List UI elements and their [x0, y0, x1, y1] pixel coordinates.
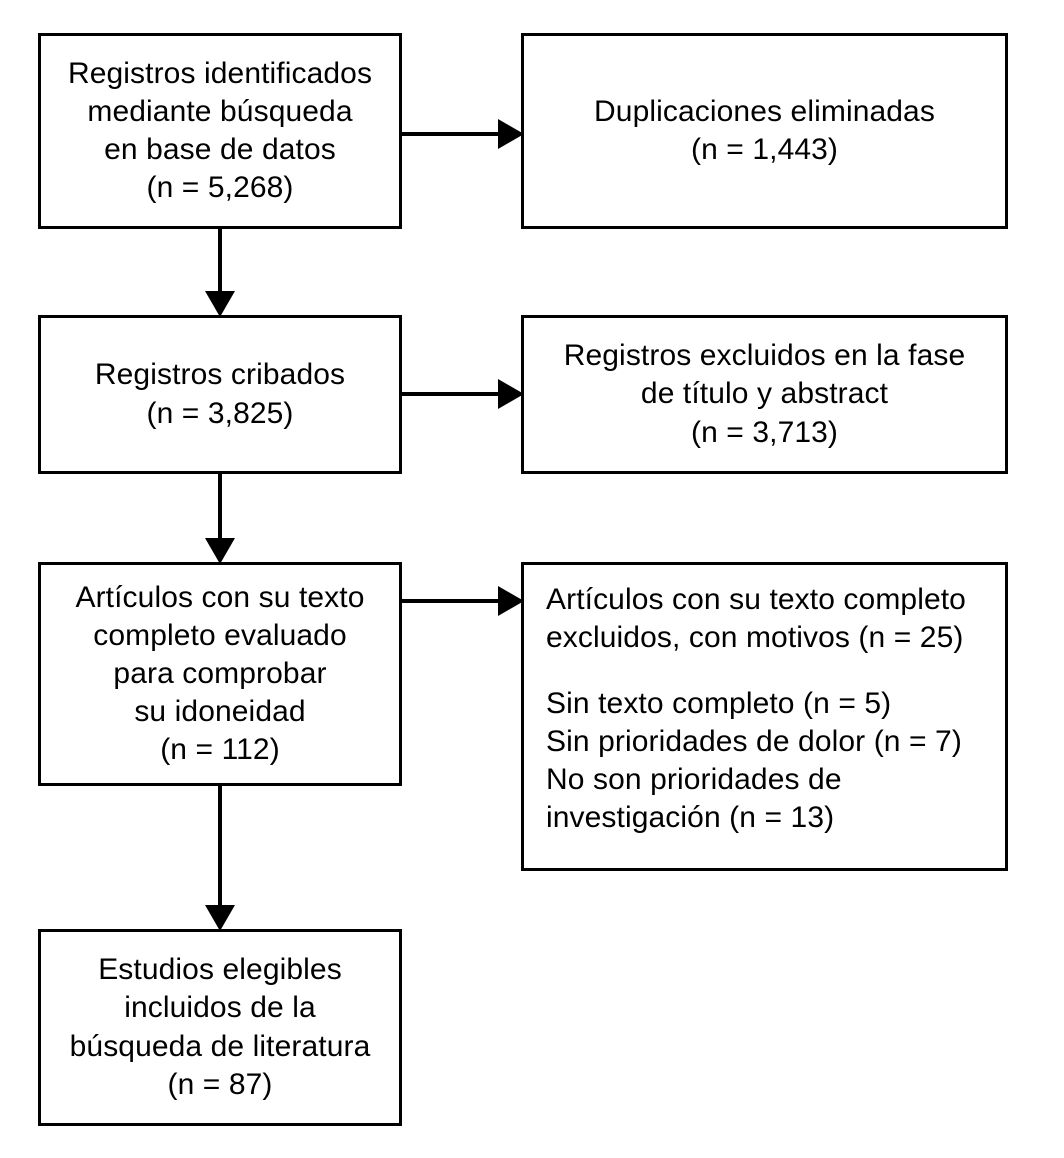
fulltext-excluded-reason-3b: investigación (n = 13): [546, 801, 835, 835]
arrow-shaft: [218, 786, 222, 907]
arrow-head: [205, 291, 235, 317]
fulltext-assessed-line-1: Artículos con su texto: [75, 580, 365, 614]
fulltext-assessed-line-4: su idoneidad: [134, 695, 306, 729]
fulltext-assessed-line-2: completo evaluado: [93, 618, 347, 652]
arrow-screened-to-excluded-icon: [400, 379, 524, 409]
arrow-shaft: [400, 392, 500, 396]
records-screened-box: Registros cribados (n = 3,825): [38, 315, 402, 474]
duplicates-removed-count: (n = 1,443): [690, 133, 839, 166]
records-identified-count: (n = 5,268): [146, 171, 294, 205]
arrow-head: [205, 905, 235, 931]
records-excluded-ta-count: (n = 3,713): [690, 415, 839, 449]
arrow-fulltext-to-included-icon: [205, 786, 235, 931]
fulltext-assessed-box: Artículos con su texto completo evaluado…: [38, 562, 402, 786]
arrow-identified-to-duplicates-icon: [400, 119, 524, 149]
records-identified-box: Registros identificados mediante búsqued…: [38, 33, 402, 229]
arrow-head: [205, 538, 235, 564]
studies-included-count: (n = 87): [167, 1067, 273, 1101]
arrow-shaft: [400, 132, 500, 136]
fulltext-excluded-reason-1: Sin texto completo (n = 5): [546, 686, 892, 720]
arrow-head: [498, 119, 524, 149]
records-excluded-ta-line-1: Registros excluidos en la fase: [563, 339, 966, 373]
arrow-shaft: [400, 599, 500, 603]
fulltext-excluded-reason-2: Sin prioridades de dolor (n = 7): [546, 724, 962, 758]
records-screened-count: (n = 3,825): [146, 396, 294, 430]
duplicates-removed-box: Duplicaciones eliminadas (n = 1,443): [521, 33, 1008, 229]
arrow-head: [498, 379, 524, 409]
arrow-shaft: [218, 229, 222, 293]
fulltext-excluded-line-1: Artículos con su texto completo: [546, 583, 966, 616]
records-identified-line-3: en base de datos: [104, 133, 336, 166]
records-screened-line-1: Registros cribados: [94, 358, 346, 392]
fulltext-excluded-box: Artículos con su texto completo excluido…: [521, 562, 1008, 871]
fulltext-excluded-line-2: excluidos, con motivos (n = 25): [546, 621, 964, 655]
duplicates-removed-line-1: Duplicaciones eliminadas: [594, 94, 935, 128]
records-identified-line-2: mediante búsqueda: [87, 94, 353, 128]
fulltext-assessed-line-3: para comprobar: [113, 656, 327, 690]
records-excluded-ta-line-2: de título y abstract: [640, 377, 889, 411]
arrow-screened-to-fulltext-icon: [205, 474, 235, 564]
arrow-fulltext-to-excluded-icon: [400, 586, 524, 616]
arrow-head: [498, 586, 524, 616]
studies-included-line-3: búsqueda de literatura: [69, 1029, 371, 1063]
records-identified-line-1: Registros identificados: [67, 56, 373, 90]
arrow-identified-to-screened-icon: [205, 229, 235, 317]
studies-included-line-1: Estudios elegibles: [98, 953, 342, 987]
studies-included-line-2: incluidos de la: [124, 991, 316, 1025]
studies-included-box: Estudios elegibles incluidos de la búsqu…: [38, 929, 402, 1126]
fulltext-excluded-reason-3a: No son prioridades de: [546, 762, 842, 796]
fulltext-assessed-count: (n = 112): [160, 733, 280, 767]
arrow-shaft: [218, 474, 222, 540]
records-excluded-title-abstract-box: Registros excluidos en la fase de título…: [521, 315, 1008, 474]
